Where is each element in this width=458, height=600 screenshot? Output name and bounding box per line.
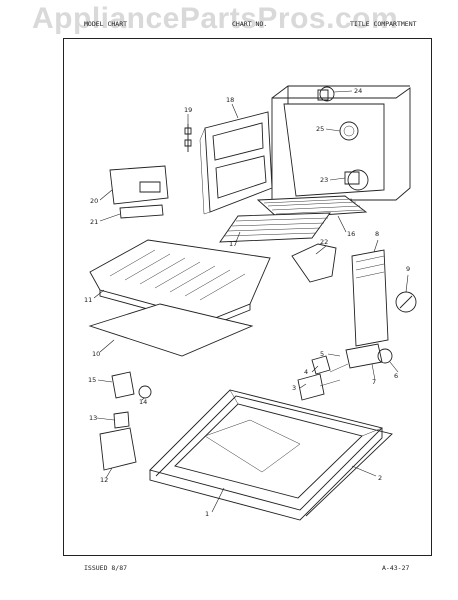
callout-16: 16: [347, 230, 355, 238]
control-parts-drawing: [297, 343, 393, 401]
meat-keeper-drawing: [99, 371, 152, 471]
callout-18: 18: [226, 96, 234, 104]
callout-17: 17: [229, 240, 237, 248]
door-drawing: [199, 111, 273, 215]
callout-6: 6: [394, 372, 398, 380]
callout-4: 4: [304, 368, 308, 376]
callout-21: 21: [90, 218, 98, 226]
cabinet-drawing: [271, 85, 411, 211]
footer-page-number: A-43-27: [382, 564, 410, 572]
footer-issued: ISSUED 8/87: [84, 564, 128, 572]
hinge-drawing: [184, 124, 192, 152]
header-chart: CHART NO.: [232, 20, 268, 28]
callout-13: 13: [89, 414, 97, 422]
callout-8: 8: [375, 230, 379, 238]
leader-lines: [93, 90, 409, 513]
diagram-frame: [63, 38, 432, 556]
header-title: TITLE COMPARTMENT: [350, 20, 417, 28]
callout-2: 2: [378, 474, 382, 482]
glass-panel-drawing: [88, 303, 254, 357]
callout-9: 9: [406, 265, 410, 273]
freezer-base-drawing: [149, 389, 393, 521]
panel-drawing: [109, 165, 169, 219]
callout-5: 5: [320, 350, 324, 358]
callout-3: 3: [292, 384, 296, 392]
callout-23: 23: [320, 176, 328, 184]
callout-15: 15: [88, 376, 96, 384]
callout-7: 7: [372, 378, 376, 386]
callout-20: 20: [90, 197, 98, 205]
callout-25: 25: [316, 125, 324, 133]
callout-22: 22: [320, 238, 328, 246]
callout-10: 10: [92, 350, 100, 358]
header-model: MODEL CHART: [84, 20, 128, 28]
callout-1: 1: [205, 510, 209, 518]
watermark: AppliancePartsPros.com: [32, 2, 399, 35]
callout-19: 19: [184, 106, 192, 114]
callout-14: 14: [139, 398, 147, 406]
callout-12: 12: [100, 476, 108, 484]
callout-labels: 1 2 3 4 5 6 7 8 9 10 11 12 13 14 15 16 1…: [84, 87, 410, 518]
duct-drawing: [291, 243, 417, 347]
callout-11: 11: [84, 296, 92, 304]
crisper-shelf-drawing: [89, 239, 271, 327]
shelves-drawing: [219, 195, 368, 243]
callout-24: 24: [354, 87, 362, 95]
